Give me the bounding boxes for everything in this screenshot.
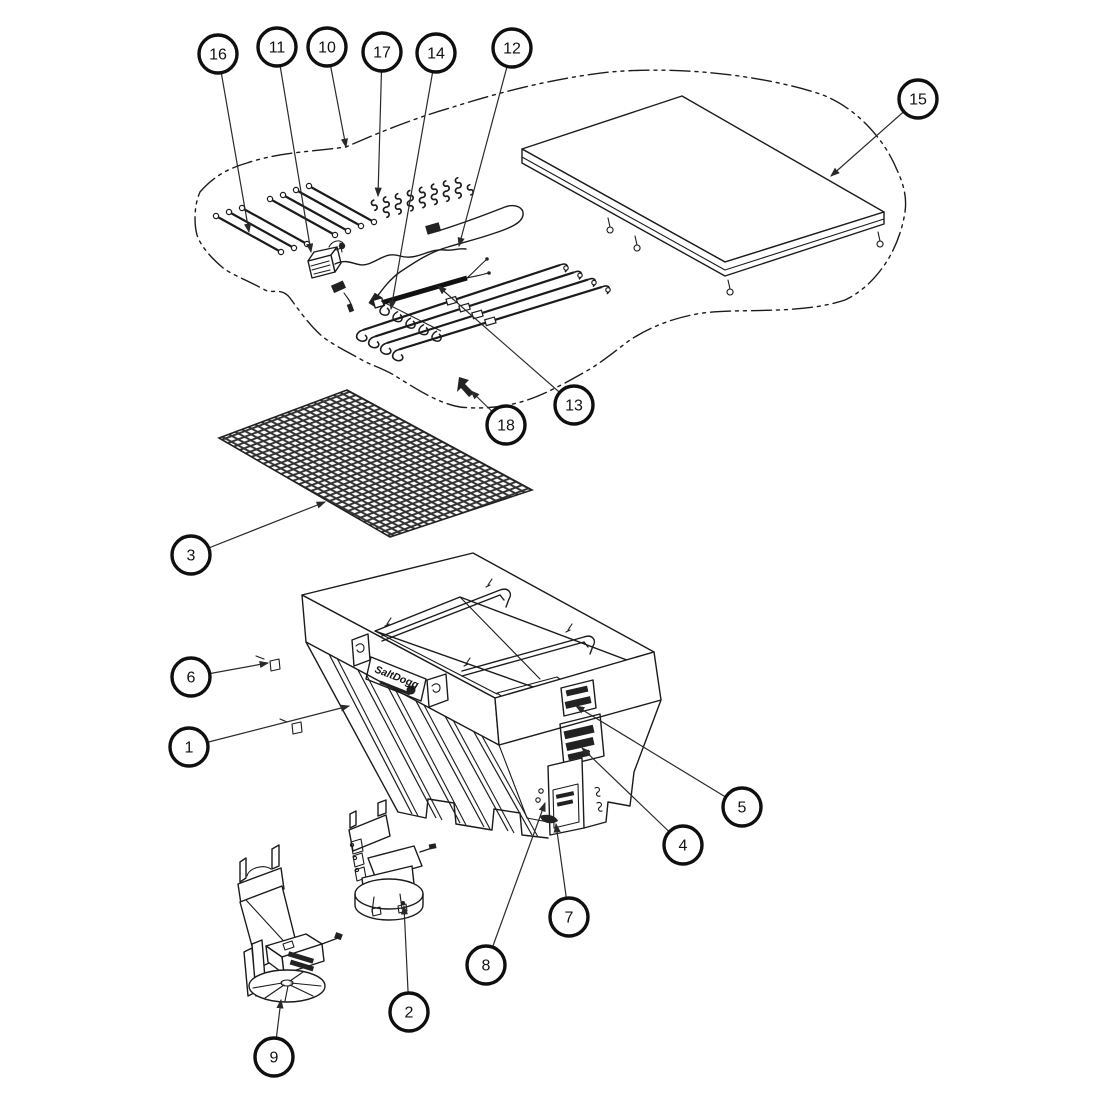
callout-leader-14 xyxy=(388,52,437,311)
callout-leader-1 xyxy=(188,704,351,748)
callout-12: 12 xyxy=(491,27,533,69)
callout-leader-12 xyxy=(457,47,513,248)
part-spinner-assembly xyxy=(237,844,343,1003)
svg-text:17: 17 xyxy=(373,45,391,62)
svg-text:5: 5 xyxy=(738,800,747,817)
callout-leader-17 xyxy=(374,51,383,198)
callout-leader-8 xyxy=(485,801,546,966)
callout-2: 2 xyxy=(388,991,430,1033)
callout-leader-5 xyxy=(574,705,743,808)
part-control-module xyxy=(307,240,346,279)
part-mesh-screen xyxy=(217,389,535,538)
svg-text:8: 8 xyxy=(482,958,491,975)
svg-text:15: 15 xyxy=(909,92,927,109)
part-wire-harness xyxy=(368,204,524,308)
svg-text:4: 4 xyxy=(679,838,688,855)
callout-18: 18 xyxy=(485,404,527,446)
callout-9: 9 xyxy=(253,1036,295,1078)
part-rod-kit xyxy=(212,182,378,256)
callout-8: 8 xyxy=(465,944,507,986)
svg-text:16: 16 xyxy=(209,47,227,64)
svg-text:10: 10 xyxy=(318,40,336,57)
callout-7: 7 xyxy=(548,896,590,938)
svg-text:6: 6 xyxy=(187,670,196,687)
callout-leader-11 xyxy=(276,46,314,254)
part-vibrator xyxy=(372,257,491,309)
callout-10: 10 xyxy=(306,26,348,68)
callout-3: 3 xyxy=(170,534,212,576)
part-arrow-indicator xyxy=(457,377,474,397)
svg-text:7: 7 xyxy=(565,910,574,927)
part-chute-gate xyxy=(535,757,603,836)
kit-boundary-outline xyxy=(194,69,907,409)
callout-11: 11 xyxy=(256,26,298,68)
callout-4: 4 xyxy=(662,824,704,866)
callout-6: 6 xyxy=(170,656,212,698)
svg-text:13: 13 xyxy=(565,398,583,415)
svg-text:3: 3 xyxy=(187,548,196,565)
svg-text:14: 14 xyxy=(427,46,445,63)
callout-5: 5 xyxy=(721,786,763,828)
svg-text:18: 18 xyxy=(497,418,515,435)
part-cover-lid xyxy=(521,95,885,296)
part-s-hooks xyxy=(370,176,474,219)
svg-text:2: 2 xyxy=(405,1005,414,1022)
callout-14: 14 xyxy=(415,32,457,74)
part-hopper-body xyxy=(301,552,662,839)
part-mounting-clips xyxy=(255,655,303,735)
svg-text:12: 12 xyxy=(503,41,521,58)
part-tie-straps xyxy=(355,263,611,362)
callout-leader-13 xyxy=(437,285,575,406)
callout-13: 13 xyxy=(553,384,595,426)
part-chute-motor-assembly xyxy=(348,799,437,921)
callout-1: 1 xyxy=(168,726,210,768)
callout-leader-4 xyxy=(581,747,684,846)
callout-leader-3 xyxy=(190,501,327,556)
svg-text:11: 11 xyxy=(269,40,286,57)
callout-16: 16 xyxy=(197,33,239,75)
callout-17: 17 xyxy=(361,31,403,73)
callout-15: 15 xyxy=(897,78,939,120)
callout-leader-16 xyxy=(217,53,252,234)
svg-text:9: 9 xyxy=(270,1050,279,1067)
svg-text:1: 1 xyxy=(185,740,194,757)
